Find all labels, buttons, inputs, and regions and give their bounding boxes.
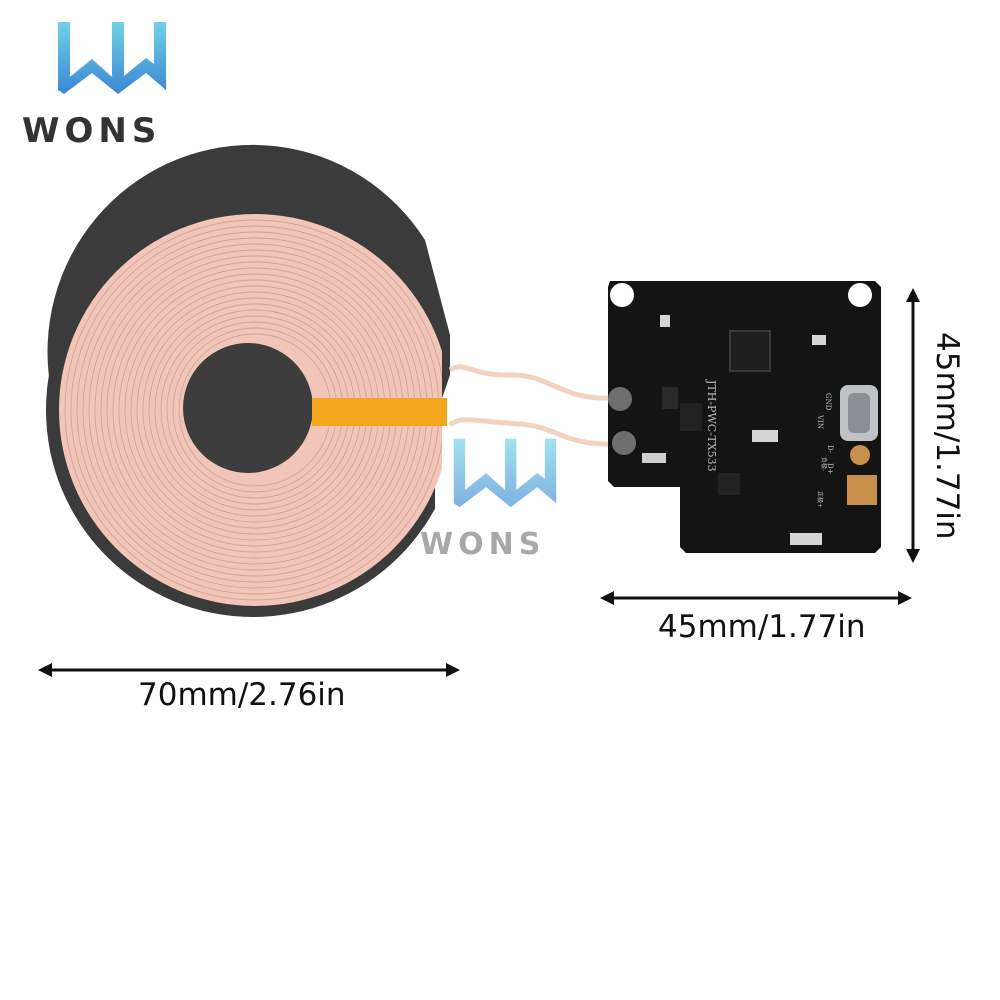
coil-width-arrow — [38, 663, 460, 677]
pin-gnd: GND — [824, 393, 832, 411]
board-width-arrow — [600, 591, 912, 605]
kapton-tape — [312, 398, 447, 426]
transmitter-pcb: JTH-PWC-TX533 GND VIN D- D+ 负极- 正极+ — [608, 281, 881, 553]
pin-dplus: D+ — [826, 463, 834, 475]
coil-width-label: 70mm/2.76in — [138, 677, 346, 713]
controller-chip — [729, 330, 771, 372]
pad-neg-label: 负极- — [820, 457, 828, 471]
watermark-logo: WONS — [420, 432, 590, 562]
pin-vin: VIN — [816, 414, 824, 429]
brand-w-mark-icon — [58, 22, 166, 94]
board-height-label: 45mm/1.77in — [929, 332, 965, 540]
coil-center — [183, 343, 313, 473]
coil-terminal-1 — [608, 387, 632, 411]
watermark-w-icon — [453, 438, 557, 508]
pcb-model-label: JTH-PWC-TX533 — [705, 379, 718, 472]
pcb-board — [608, 281, 881, 553]
brand-name: WONS — [22, 111, 162, 151]
board-height-arrow — [906, 288, 920, 563]
brand-logo: WONS — [22, 18, 182, 148]
charging-coil — [46, 144, 616, 617]
pin-dminus: D- — [826, 445, 834, 454]
pad-pos-label: 正极+ — [816, 491, 824, 508]
board-width-label: 45mm/1.77in — [658, 609, 866, 645]
watermark-text: WONS — [420, 527, 546, 562]
coil-terminal-2 — [612, 431, 636, 455]
